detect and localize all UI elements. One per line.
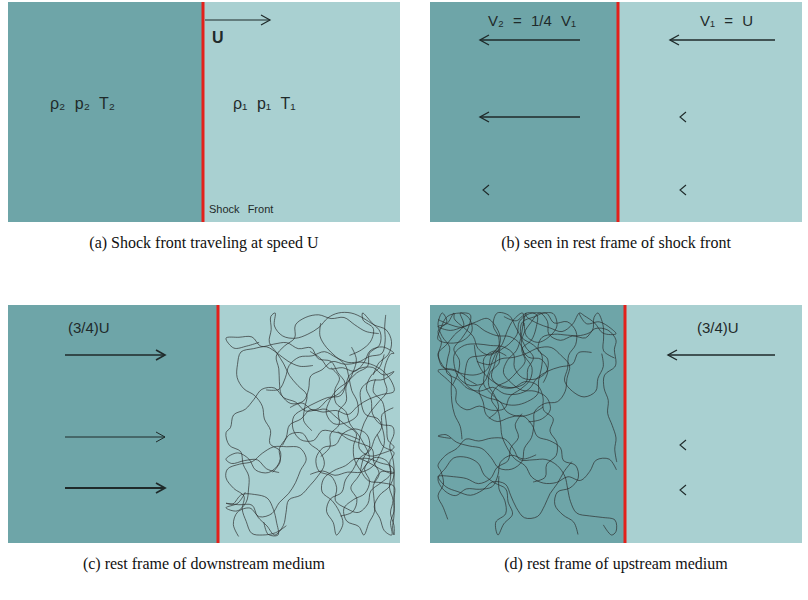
flow-region: (3/4)U [625, 305, 802, 543]
turbulence-scribble [266, 352, 394, 473]
small-flow-arrow [680, 485, 686, 495]
upstream-region [625, 305, 802, 543]
panel-art [430, 305, 802, 543]
turbulence-scribble [483, 312, 542, 418]
flow-arrow [670, 35, 775, 45]
flow-region: ρ₂ p₂ T₂ [8, 2, 203, 222]
frame-panel: V₂ = 1/4 V₁V₁ = U(b) seen in rest frame … [430, 2, 802, 222]
small-flow-arrow [680, 440, 686, 450]
flow-arrow [668, 350, 775, 360]
upstream-region [218, 305, 400, 543]
flow-arrow [205, 15, 270, 25]
turbulence-scribble [269, 312, 391, 430]
flow-arrow [480, 35, 580, 45]
panel-caption: (b) seen in rest frame of shock front [430, 234, 802, 252]
state-variables: ρ₁ p₁ T₁ [233, 95, 296, 113]
downstream-region [430, 2, 618, 222]
upstream-region [203, 2, 400, 222]
downstream-region [8, 305, 218, 543]
panel-art [430, 2, 802, 222]
upstream-region [618, 2, 802, 222]
turbulence-scribble [290, 403, 395, 535]
velocity-label: (3/4)U [68, 319, 110, 336]
turbulence-scribble [276, 315, 386, 404]
turbulence-scribble [438, 438, 617, 535]
turbulence-scribble [226, 347, 313, 473]
flow-region: V₁ = U [618, 2, 802, 222]
panel-art [8, 305, 400, 543]
turbulence-scribble [491, 313, 616, 484]
turbulence-scribble [491, 313, 557, 482]
arrow-head [668, 350, 677, 360]
arrow-head [670, 35, 679, 45]
panel-caption: (c) rest frame of downstream medium [8, 555, 400, 573]
arrow-shaft [668, 354, 775, 355]
state-variables: ρ₂ p₂ T₂ [50, 95, 115, 113]
velocity-label: V₂ = 1/4 V₁ [488, 12, 576, 29]
velocity-label: V₁ = U [700, 12, 753, 29]
turbulence-scribble [321, 408, 394, 535]
speed-label: U [212, 29, 224, 47]
frame-panel: (3/4)U(d) rest frame of upstream medium [430, 305, 802, 543]
small-flow-arrow [680, 112, 686, 122]
arrow-head [480, 112, 489, 122]
shock-front-line [202, 2, 205, 222]
flow-region: (3/4)U [8, 305, 218, 543]
frame-panel: ρ₂ p₂ T₂Uρ₁ p₁ T₁Shock Front(a) Shock fr… [8, 2, 400, 222]
flow-region: Uρ₁ p₁ T₁ Shock Front [203, 2, 400, 222]
flow-arrow [65, 432, 165, 442]
turbulence-scribble [226, 336, 360, 441]
arrow-head [261, 15, 270, 25]
flow-arrow [65, 483, 165, 493]
arrow-shaft [670, 39, 775, 40]
turbulence-scribble [438, 414, 572, 519]
arrow-head [156, 350, 165, 360]
flow-arrow [480, 112, 580, 122]
turbulence-scribble [366, 354, 394, 535]
arrow-shaft [205, 19, 270, 20]
turbulence-scribble [310, 367, 394, 475]
downstream-region [430, 305, 625, 543]
flow-region: V₂ = 1/4 V₁ [430, 2, 618, 222]
arrow-head [480, 35, 489, 45]
small-flow-arrow [483, 185, 489, 195]
shock-front-line [617, 2, 620, 222]
shock-front-label: Shock Front [209, 203, 273, 216]
turbulence-scribble [454, 313, 615, 386]
flow-arrow [65, 350, 165, 360]
arrow-shaft [480, 39, 580, 40]
turbulence-scribble [479, 313, 579, 535]
arrow-head [156, 432, 165, 442]
shock-front-line [624, 305, 627, 543]
turbulence-scribble [438, 313, 473, 439]
arrow-shaft [65, 354, 165, 356]
turbulence-scribble [226, 446, 306, 536]
shock-front-line [217, 305, 220, 543]
arrow-shaft [65, 437, 165, 438]
downstream-region [8, 2, 203, 222]
turbulence-scribble [438, 455, 536, 535]
velocity-label: (3/4)U [697, 319, 739, 336]
frame-panel: (3/4)U(c) rest frame of downstream mediu… [8, 305, 400, 543]
turbulence-scribble [226, 432, 324, 536]
small-flow-arrow [680, 185, 686, 195]
turbulence-scribble [503, 313, 616, 422]
arrow-head [156, 483, 165, 493]
turbulence-scribble [316, 429, 391, 516]
arrow-shaft [480, 116, 580, 117]
arrow-shaft [65, 487, 165, 489]
panel-caption: (a) Shock front traveling at speed U [8, 234, 400, 252]
panel-caption: (d) rest frame of upstream medium [430, 555, 802, 573]
